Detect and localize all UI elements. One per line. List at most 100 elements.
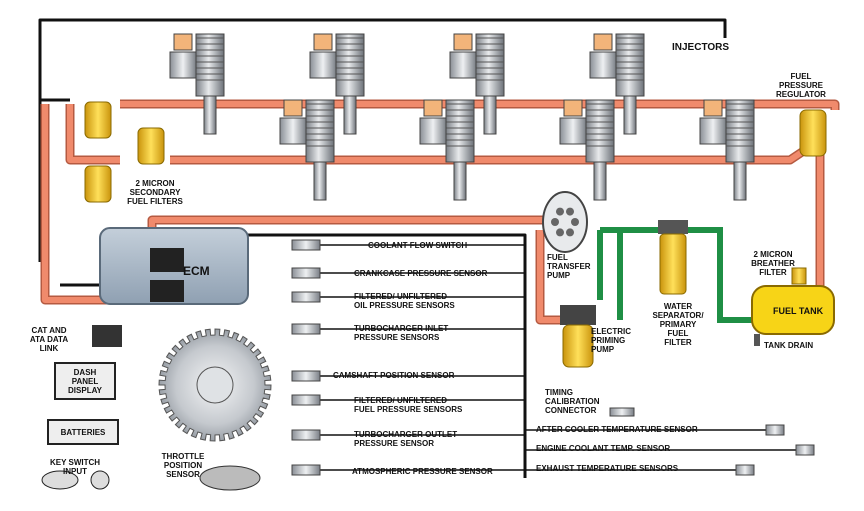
- after-cooler-temp-sensor-label: AFTER COOLER TEMPERATURE SENSOR: [536, 425, 698, 434]
- filter-loop-left: [67, 104, 120, 163]
- injector-upper-2-connector: [313, 33, 333, 51]
- injector-lower-3: [559, 99, 615, 201]
- oil-pressure-sensors-label: FILTERED/ UNFILTERED OIL PRESSURE SENSOR…: [354, 292, 455, 310]
- dash-panel-display-box: [54, 362, 116, 400]
- injector-upper-4-body: [615, 33, 645, 97]
- tank-drain-label: TANK DRAIN: [764, 341, 814, 350]
- sensor-connector-8: [291, 464, 321, 476]
- injector-lower-2: [419, 99, 475, 201]
- ecm-connector-lower: [150, 280, 184, 302]
- injector-lower-1-body: [305, 99, 335, 163]
- injector-lower-3-body: [585, 99, 615, 163]
- turbo-outlet-pressure-sensor-label: TURBOCHARGER OUTLET PRESSURE SENSOR: [354, 430, 458, 448]
- injectors-label: INJECTORS: [672, 42, 730, 53]
- injector-upper-1-solenoid: [169, 51, 197, 79]
- sensor-connector-6: [291, 394, 321, 406]
- injector-upper-3-connector: [453, 33, 473, 51]
- ecm-connector-upper: [150, 248, 184, 272]
- right-sensor-body-3: [735, 464, 755, 476]
- tank-drain-valve: [754, 334, 760, 346]
- cat-data-link-label: CAT AND ATA DATA LINK: [29, 326, 69, 353]
- right-sensor-body-2: [795, 444, 815, 456]
- secondary-fuel-filters-label: 2 MICRON SECONDARY FUEL FILTERS: [127, 179, 183, 206]
- sensor-connector-1: [291, 239, 321, 251]
- injector-lower-4-nozzle: [733, 161, 747, 201]
- injector-lower-3-nozzle: [593, 161, 607, 201]
- injector-upper-1-nozzle: [203, 95, 217, 135]
- coolant-flow-switch-label: COOLANT FLOW SWITCH: [368, 241, 468, 250]
- injector-lower-2-nozzle: [453, 161, 467, 201]
- injector-lower-3-solenoid: [559, 117, 587, 145]
- engine-coolant-temp-sensor-label: ENGINE COOLANT TEMP. SENSOR: [536, 444, 671, 453]
- injector-lower-4: [699, 99, 755, 201]
- transfer-pump-gear-0: [571, 218, 579, 226]
- crankcase-pressure-sensor-label: CRANKCASE PRESSURE SENSOR: [354, 269, 488, 278]
- injector-upper-2-nozzle: [343, 95, 357, 135]
- timing-calibration-connector: [609, 407, 635, 417]
- key-switch: [90, 470, 110, 490]
- injector-upper-2-solenoid: [309, 51, 337, 79]
- key-icon: [41, 470, 79, 490]
- batteries-label: BATTERIES: [60, 428, 106, 437]
- injector-lower-1-solenoid: [279, 117, 307, 145]
- right-sensor-body-1: [765, 424, 785, 436]
- ecm-label: ECM: [183, 264, 210, 278]
- water-separator-canister: [659, 233, 687, 295]
- timing-calibration-connector-label: TIMING CALIBRATION CONNECTOR: [545, 388, 600, 415]
- sensor-connector-3: [291, 291, 321, 303]
- injector-upper-3-solenoid: [449, 51, 477, 79]
- data-link-connector: [92, 325, 122, 347]
- atmospheric-pressure-sensor-label: ATMOSPHERIC PRESSURE SENSOR: [352, 467, 493, 476]
- camshaft-position-sensor-label: CAMSHAFT POSITION SENSOR: [333, 371, 455, 380]
- electric-priming-pump-label: ELECTRIC PRIMING PUMP: [591, 327, 631, 354]
- injector-lower-2-solenoid: [419, 117, 447, 145]
- fuel-tank: [751, 285, 835, 335]
- camshaft-hub: [196, 366, 234, 404]
- injector-lower-2-body: [445, 99, 475, 163]
- pump-to-priming-pipe: [537, 230, 560, 323]
- throttle-position-sensor-body: [199, 465, 261, 491]
- sensor-connector-5: [291, 370, 321, 382]
- injector-lower-4-body: [725, 99, 755, 163]
- fuel-pressure-regulator: [799, 109, 827, 157]
- transfer-pump-gear-5: [566, 207, 574, 216]
- water-separator-label: WATER SEPARATOR/ PRIMARY FUEL FILTER: [652, 302, 704, 347]
- batteries-box: [47, 419, 119, 445]
- injector-lower-1-nozzle: [313, 161, 327, 201]
- priming-pump-canister: [562, 324, 594, 368]
- sensor-connector-2: [291, 267, 321, 279]
- injector-upper-1-connector: [173, 33, 193, 51]
- transfer-pump-gear-4: [556, 207, 564, 216]
- injector-upper-1: [169, 33, 225, 135]
- breather-filter-label: 2 MICRON BREATHER FILTER: [751, 250, 795, 277]
- injector-upper-1-body: [195, 33, 225, 97]
- water-separator-head: [658, 220, 688, 234]
- fuel-rail-upper: [120, 101, 838, 110]
- key-switch-input-label: KEY SWITCH INPUT: [49, 458, 101, 476]
- dash-panel-display-label: DASH PANEL DISPLAY: [68, 368, 102, 395]
- exhaust-temp-sensors-label: EXHAUST TEMPERATURE SENSORS: [536, 464, 679, 473]
- injector-upper-3-nozzle: [483, 95, 497, 135]
- sensor-connector-7: [291, 429, 321, 441]
- transfer-pump-gear-3: [551, 218, 559, 226]
- fuel-transfer-pump-label: FUEL TRANSFER PUMP: [547, 253, 591, 280]
- injector-lower-1: [279, 99, 335, 201]
- priming-pump-head: [560, 305, 596, 325]
- secondary-fuel-filter-1: [84, 101, 112, 139]
- turbo-inlet-pressure-sensors-label: TURBOCHARGER INLET PRESSURE SENSORS: [354, 324, 449, 342]
- ecm-left-wire: [38, 98, 70, 262]
- fuel-transfer-pump: [542, 191, 588, 253]
- fuel-pressure-sensors-label: FILTERED/ UNFILTERED FUEL PRESSURE SENSO…: [354, 396, 463, 414]
- injector-upper-2-body: [335, 33, 365, 97]
- fuel-tank-label: FUEL TANK: [773, 306, 824, 316]
- transfer-pump-gear-2: [556, 228, 564, 237]
- injector-upper-4-nozzle: [623, 95, 637, 135]
- injector-upper-3-body: [475, 33, 505, 97]
- injector-lower-4-solenoid: [699, 117, 727, 145]
- injector-lower-3-connector: [563, 99, 583, 117]
- injector-upper-2: [309, 33, 365, 135]
- transfer-pump-gear-1: [566, 228, 574, 237]
- injector-lower-4-connector: [703, 99, 723, 117]
